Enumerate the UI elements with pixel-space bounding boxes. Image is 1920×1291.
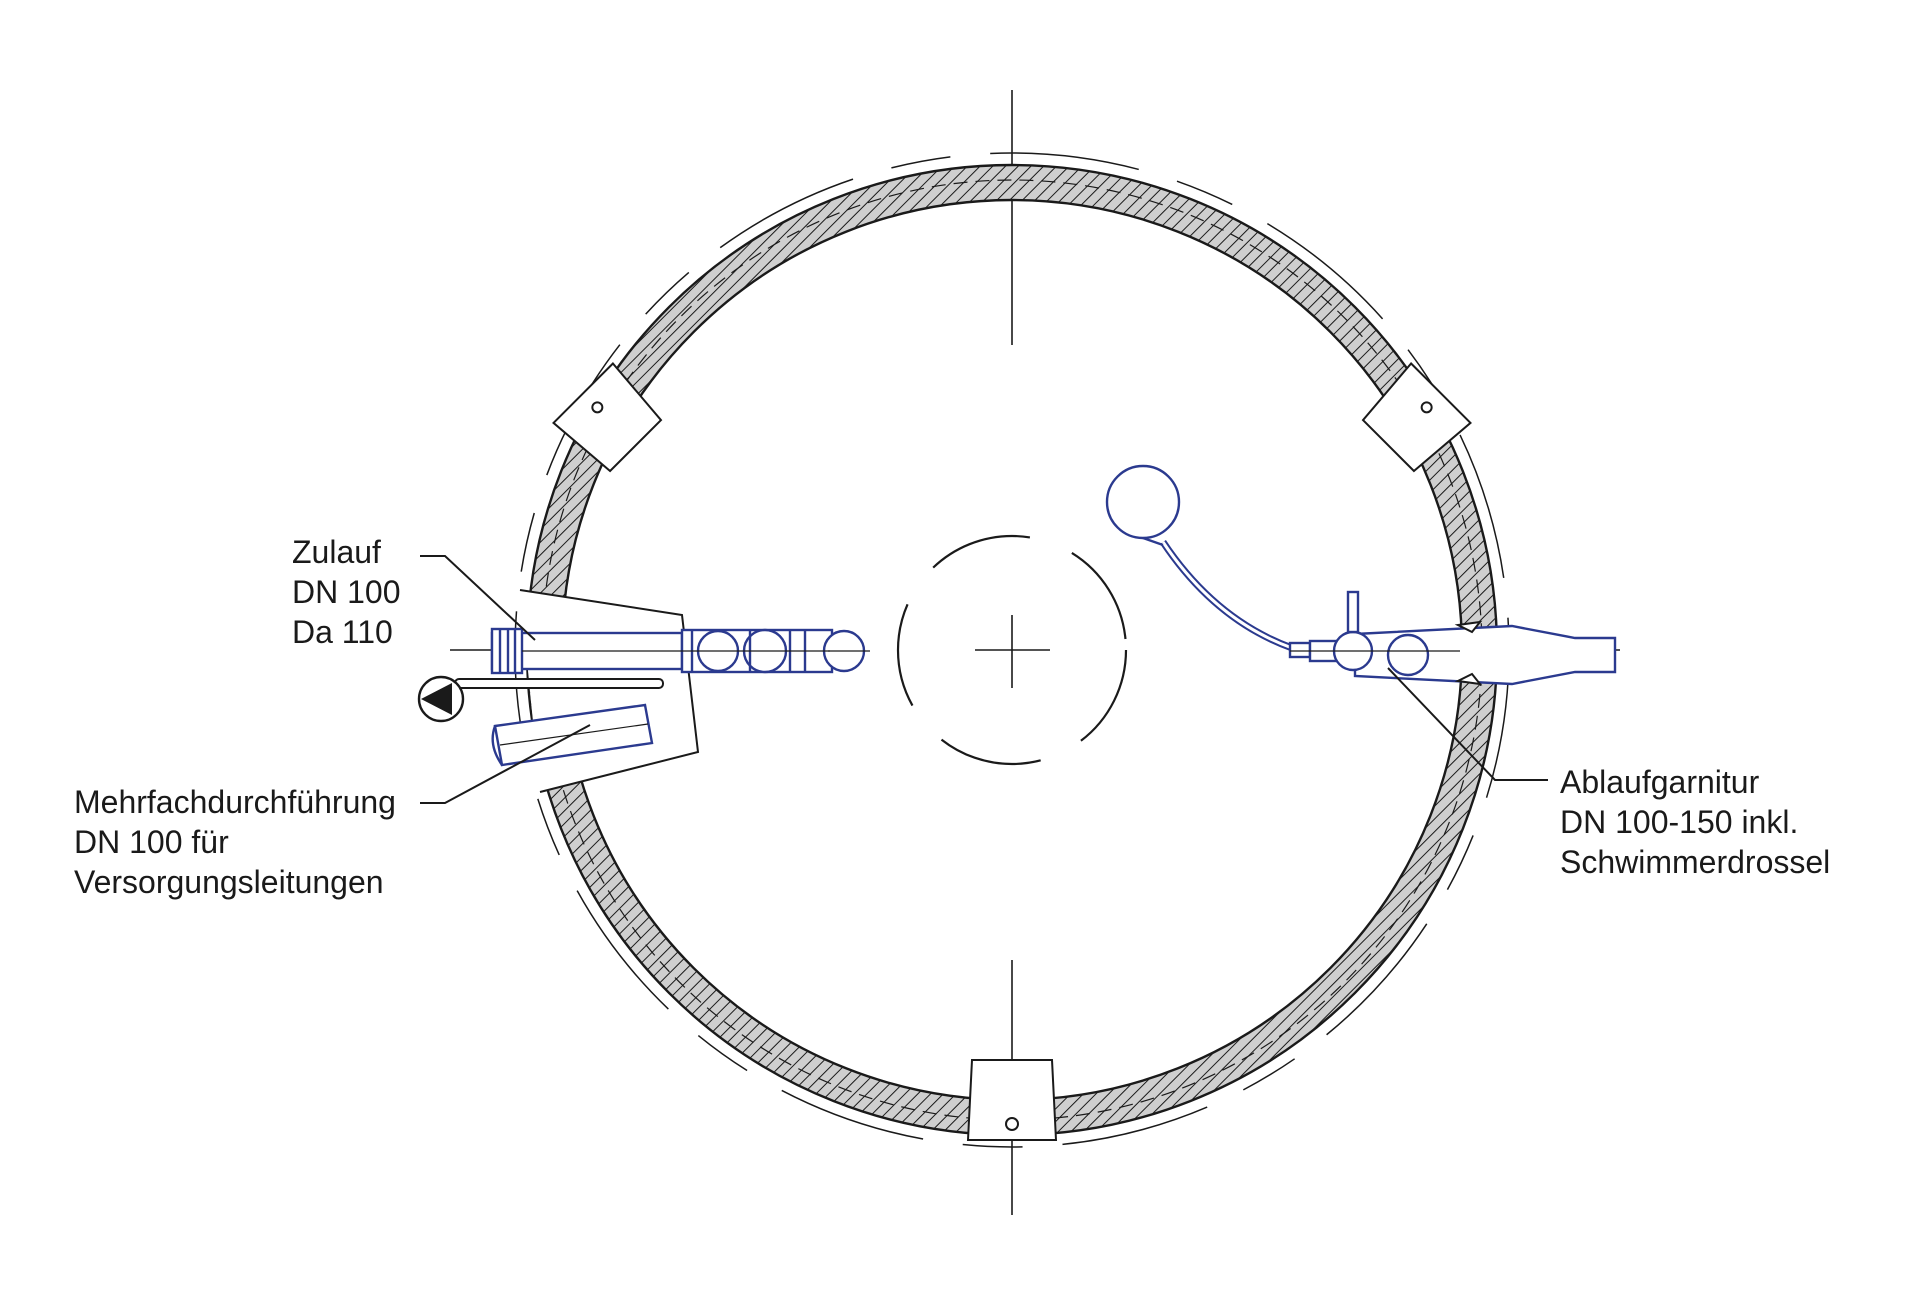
leader-mehrfach [420,724,591,804]
bracket-upper-left [552,362,663,473]
label-zulauf-line-2: DN 100 [292,574,401,610]
float-ball-circle [1105,464,1181,540]
float-ball [1105,464,1181,547]
label-ablauf-line-1: Ablaufgarnitur [1560,764,1760,800]
label-mehrfach-line-1: Mehrfachdurchführung [74,784,396,820]
label-mehrfach-line-3: Versorgungsleitungen [74,864,384,900]
outlet-wall-notches [1454,620,1483,686]
label-zulauf: Zulauf DN 100 Da 110 [292,532,401,652]
outlet-pipe-ring [1386,633,1430,677]
leader-lines [420,555,1548,804]
throttle-stem [1346,590,1360,634]
pump-arrow-icon [417,675,465,723]
label-mehrfachdurchfuehrung: Mehrfachdurchführung DN 100 für Versorgu… [74,782,396,902]
bracket-bottom [966,1059,1058,1141]
float-hose [1160,540,1294,652]
outlet-assembly [1160,540,1617,686]
mounting-brackets [552,362,1472,1141]
label-ablauf-line-3: Schwimmerdrossel [1560,844,1831,880]
label-ablauf-line-2: DN 100-150 inkl. [1560,804,1799,840]
inlet-housing [519,589,700,793]
throttle-connector [1288,641,1312,659]
label-zulauf-line-3: Da 110 [292,614,393,650]
label-ablaufgarnitur: Ablaufgarnitur DN 100-150 inkl. Schwimme… [1560,762,1830,882]
leader-zulauf [420,555,536,641]
central-opening-dashed [896,534,1128,766]
feedthrough-rod [454,678,664,689]
bracket-upper-right [1361,362,1472,473]
label-mehrfach-line-2: DN 100 für [74,824,229,860]
label-zulauf-line-1: Zulauf [292,534,381,570]
leader-ablauf [1387,667,1548,781]
